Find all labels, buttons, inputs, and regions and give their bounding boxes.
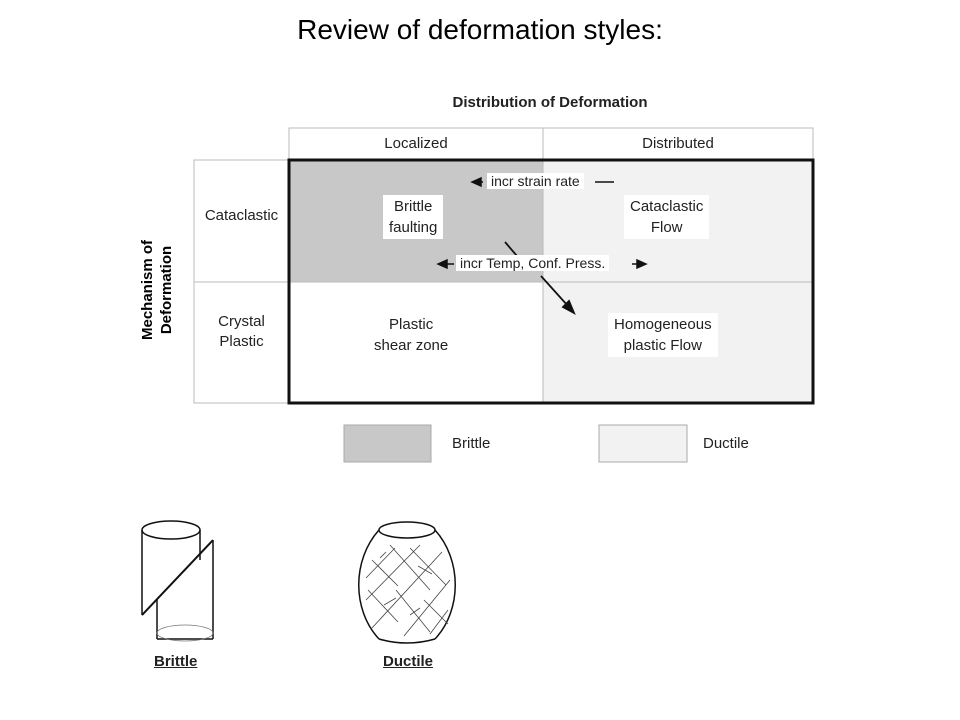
cell-label-homogeneous-flow: Homogeneous plastic Flow bbox=[608, 313, 718, 357]
legend-brittle-label: Brittle bbox=[452, 435, 491, 452]
cell-label-plastic-shear-zone: Plastic shear zone bbox=[374, 316, 449, 354]
mechanism-header: Mechanism of Deformation bbox=[139, 239, 175, 341]
legend-ductile-label: Ductile bbox=[703, 435, 749, 452]
brittle-figure-label: Brittle bbox=[154, 653, 198, 670]
temp-pressure-arrow bbox=[436, 258, 648, 270]
row-header-crystal-plastic: Crystal Plastic bbox=[218, 313, 265, 350]
column-header-box bbox=[288, 127, 814, 161]
distribution-header: Distribution of Deformation bbox=[452, 94, 648, 111]
diagonal-arrow bbox=[504, 241, 576, 316]
brittle-cylinder-figure bbox=[141, 520, 214, 642]
legend-brittle-swatch bbox=[343, 424, 432, 463]
cell-plastic-shear-zone bbox=[289, 282, 543, 403]
strain-rate-arrow bbox=[470, 176, 614, 188]
cell-label-brittle-faulting: Brittle faulting bbox=[383, 195, 444, 239]
ductile-barrel-figure bbox=[358, 521, 456, 644]
main-grid-border bbox=[287, 158, 815, 405]
strain-rate-label: incr strain rate bbox=[487, 173, 584, 189]
cell-label-cataclastic-flow: Cataclastic Flow bbox=[624, 195, 710, 239]
temp-pressure-label: incr Temp, Conf. Press. bbox=[456, 255, 610, 271]
slide-title: Review of deformation styles: bbox=[297, 14, 663, 45]
row-header-cataclastic: Cataclastic bbox=[204, 207, 279, 224]
column-header-localized: Localized bbox=[384, 135, 448, 152]
legend-ductile-swatch bbox=[598, 424, 688, 463]
ductile-figure-label: Ductile bbox=[383, 653, 434, 670]
column-header-distributed: Distributed bbox=[642, 135, 714, 152]
